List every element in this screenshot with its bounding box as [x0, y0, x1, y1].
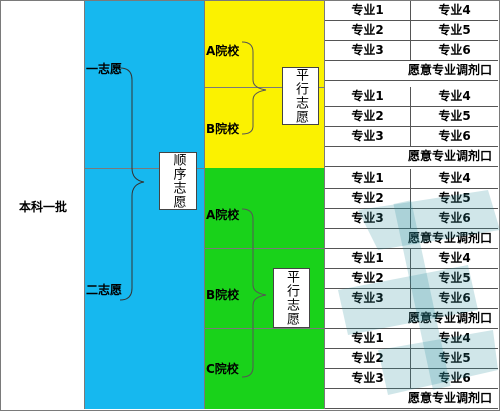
green-divider-2 [205, 328, 325, 329]
major-cell: 专业1 [325, 87, 411, 106]
major-cell: 专业6 [438, 211, 471, 225]
major-cell: 专业5 [438, 351, 471, 365]
cyan-brace-icon [119, 67, 145, 301]
major-cell: 专业5 [438, 109, 471, 123]
major-cell: 专业4 [438, 89, 471, 103]
yellow-school-a-label: A院校 [206, 44, 240, 58]
adjust-row: 愿意专业调剂口 [325, 389, 498, 409]
major-cell: 专业2 [325, 189, 411, 208]
adjust-row: 愿意专业调剂口 [325, 309, 498, 329]
major-cell: 专业3 [325, 41, 411, 60]
table-row: 专业3 专业6 [325, 289, 498, 309]
first-choice-label: 一志愿 [86, 62, 123, 76]
yellow-parallel-text: 平行志愿 [293, 68, 308, 124]
green-brace-icon [241, 208, 267, 378]
adjust-checkbox-label: 愿意专业调剂口 [407, 149, 492, 163]
major-cell: 专业5 [438, 191, 471, 205]
major-cell: 专业1 [325, 169, 411, 188]
green-divider-1 [205, 248, 325, 249]
table-row: 专业1 专业4 [325, 329, 498, 349]
table-row: 专业3 专业6 [325, 369, 498, 389]
major-cell: 专业4 [438, 171, 471, 185]
major-cell: 专业6 [438, 43, 471, 57]
second-choice-label: 二志愿 [86, 283, 123, 297]
batch-label: 本科一批 [19, 200, 68, 214]
yellow-parallel-box: 平行志愿 [282, 67, 319, 125]
green-school-a-label: A院校 [206, 208, 240, 222]
yellow-school-b-label: B院校 [206, 122, 240, 136]
table-row: 专业2 专业5 [325, 349, 498, 369]
table-row: 专业2 专业5 [325, 269, 498, 289]
major-cell: 专业2 [325, 349, 411, 368]
green-school-c-label: C院校 [206, 362, 239, 376]
adjust-row: 愿意专业调剂口 [325, 147, 498, 167]
major-cell: 专业4 [438, 331, 471, 345]
table-row: 专业2 专业5 [325, 21, 498, 41]
major-cell: 专业2 [325, 21, 411, 40]
table-row: 专业2 专业5 [325, 107, 498, 127]
yellow-divider [205, 87, 325, 88]
major-cell: 专业6 [438, 129, 471, 143]
adjust-checkbox-label: 愿意专业调剂口 [407, 63, 492, 77]
major-cell: 专业5 [438, 23, 471, 37]
major-cell: 专业1 [325, 1, 411, 20]
sequential-choice-text: 顺序志愿 [170, 153, 186, 209]
yellow-brace-icon [241, 41, 267, 135]
green-parallel-text: 平行志愿 [284, 270, 299, 326]
major-cell: 专业3 [325, 289, 411, 308]
adjust-row: 愿意专业调剂口 [325, 229, 498, 249]
table-row: 专业1 专业4 [325, 249, 498, 269]
table-row: 专业1 专业4 [325, 1, 498, 21]
table-row: 专业3 专业6 [325, 41, 498, 61]
major-cell: 专业3 [325, 209, 411, 228]
cyan-divider [85, 168, 205, 169]
major-cell: 专业3 [325, 369, 411, 388]
major-cell: 专业4 [438, 251, 471, 265]
table-row: 专业1 专业4 [325, 169, 498, 189]
table-row: 专业2 专业5 [325, 189, 498, 209]
table-row: 专业3 专业6 [325, 209, 498, 229]
major-cell: 专业3 [325, 127, 411, 146]
table-row: 专业1 专业4 [325, 87, 498, 107]
green-school-b-label: B院校 [206, 288, 240, 302]
major-cell: 专业2 [325, 269, 411, 288]
major-cell: 专业6 [438, 371, 471, 385]
major-cell: 专业2 [325, 107, 411, 126]
major-cell: 专业4 [438, 3, 471, 17]
sequential-choice-box: 顺序志愿 [159, 152, 197, 210]
adjust-row: 愿意专业调剂口 [325, 61, 498, 81]
adjust-checkbox-label: 愿意专业调剂口 [407, 231, 492, 245]
green-parallel-box: 平行志愿 [273, 268, 310, 328]
table-row: 专业3 专业6 [325, 127, 498, 147]
adjust-checkbox-label: 愿意专业调剂口 [407, 391, 492, 405]
major-cell: 专业1 [325, 249, 411, 268]
major-cell: 专业1 [325, 329, 411, 348]
major-cell: 专业5 [438, 271, 471, 285]
batch-column: 本科一批 [1, 1, 85, 409]
adjust-checkbox-label: 愿意专业调剂口 [407, 311, 492, 325]
major-cell: 专业6 [438, 291, 471, 305]
